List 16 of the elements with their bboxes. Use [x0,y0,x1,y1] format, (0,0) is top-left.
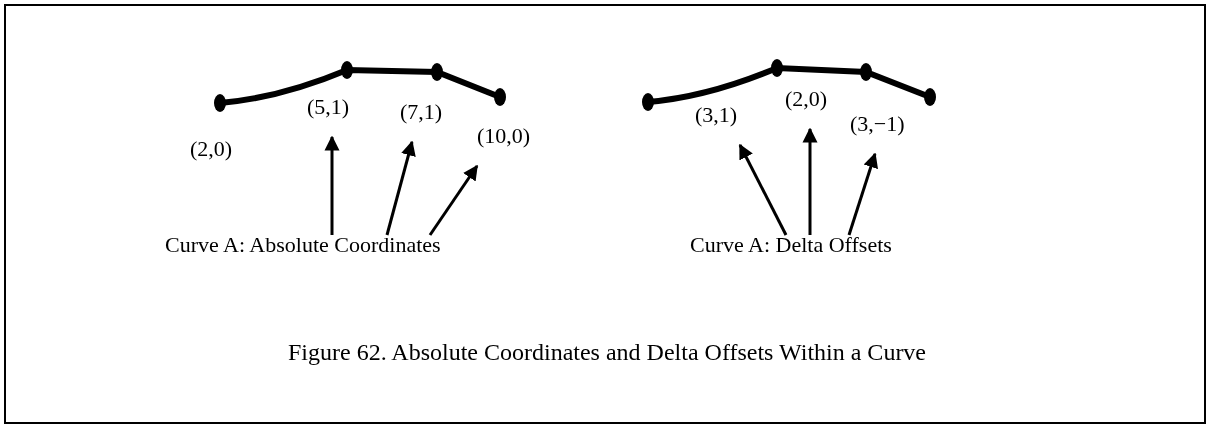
arrow [802,127,818,235]
coordinate-label: (3,1) [695,103,738,127]
arrow [385,140,416,236]
arrow [847,152,878,236]
coordinate-label: (2,0) [785,87,828,111]
arrow [324,135,340,235]
arrow [428,164,479,236]
coordinate-label: (7,1) [400,100,443,124]
curve-caption: Curve A: Absolute Coordinates [165,233,441,257]
curve-caption: Curve A: Delta Offsets [690,233,892,257]
coordinate-label: (5,1) [307,95,350,119]
coordinate-label: (10,0) [477,124,531,148]
coordinate-label: (2,0) [190,137,233,161]
coordinate-label: (3,−1) [850,112,905,136]
arrow [738,143,788,236]
figure-caption: Figure 62. Absolute Coordinates and Delta Offsets Within a Curve [287,339,927,365]
